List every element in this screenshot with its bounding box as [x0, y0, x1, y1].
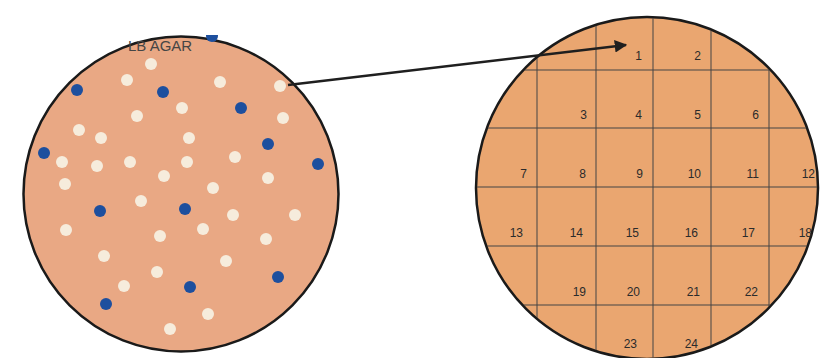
- white-colony: [183, 132, 195, 144]
- white-colony: [145, 58, 157, 70]
- cell-number: 20: [627, 285, 640, 299]
- white-colony: [135, 195, 147, 207]
- cell-number: 6: [752, 108, 759, 122]
- agar-plate: LB AGAR: [22, 35, 340, 353]
- cell-number: 18: [799, 226, 812, 240]
- cell-number: 8: [579, 167, 586, 181]
- white-colony: [227, 209, 239, 221]
- blue-colony: [206, 35, 218, 42]
- cell-number: 2: [694, 49, 701, 63]
- plate-circle: [24, 37, 339, 352]
- white-colony: [98, 250, 110, 262]
- white-colony: [277, 112, 289, 124]
- white-colony: [124, 156, 136, 168]
- white-colony: [151, 266, 163, 278]
- plate-label: LB AGAR: [128, 37, 192, 55]
- cell-number: 22: [745, 285, 758, 299]
- cell-number: 10: [688, 167, 701, 181]
- white-colony: [181, 156, 193, 168]
- blue-colony: [312, 158, 324, 170]
- blue-colony: [94, 205, 106, 217]
- cell-number: 7: [520, 167, 527, 181]
- blue-colony: [184, 281, 196, 293]
- white-colony: [95, 132, 107, 144]
- white-colony: [274, 80, 286, 92]
- blue-colony: [262, 138, 274, 150]
- white-colony: [91, 160, 103, 172]
- white-colony: [60, 224, 72, 236]
- white-colony: [158, 170, 170, 182]
- magnify-arrow: [288, 45, 626, 85]
- cell-number: 23: [624, 337, 637, 351]
- white-colony: [73, 124, 85, 136]
- white-colony: [262, 172, 274, 184]
- plate-outline: [22, 35, 340, 353]
- white-colony: [260, 233, 272, 245]
- white-colony: [220, 255, 232, 267]
- white-colony: [131, 110, 143, 122]
- blue-colony: [38, 147, 50, 159]
- white-colony: [154, 230, 166, 242]
- cell-number: 12: [802, 167, 815, 181]
- white-colony: [214, 76, 226, 88]
- white-colony: [202, 308, 214, 320]
- white-colony: [164, 323, 176, 335]
- white-colony: [121, 74, 133, 86]
- cell-number: 3: [580, 108, 587, 122]
- white-colony: [229, 151, 241, 163]
- blue-colony: [235, 102, 247, 114]
- cell-number: 11: [747, 167, 759, 181]
- white-colony: [118, 280, 130, 292]
- white-colony: [176, 102, 188, 114]
- white-colony: [59, 178, 71, 190]
- cell-number: 19: [573, 285, 586, 299]
- white-colony: [197, 223, 209, 235]
- cell-number: 4: [635, 108, 642, 122]
- cell-number: 5: [694, 108, 701, 122]
- cell-number: 9: [636, 167, 643, 181]
- white-colony: [289, 209, 301, 221]
- cell-number: 21: [687, 285, 700, 299]
- blue-colony: [179, 203, 191, 215]
- blue-colony: [157, 86, 169, 98]
- grid-lines: [470, 0, 820, 358]
- white-colony: [207, 182, 219, 194]
- white-colony: [56, 156, 68, 168]
- blue-colony: [71, 84, 83, 96]
- cell-number: 15: [626, 226, 639, 240]
- cell-number: 1: [635, 49, 642, 63]
- cell-number: 14: [570, 226, 583, 240]
- cell-number: 17: [742, 226, 755, 240]
- blue-colony: [272, 271, 284, 283]
- cell-number: 13: [510, 226, 523, 240]
- blue-colony: [100, 298, 112, 310]
- cell-number: 24: [685, 337, 698, 351]
- cell-number: 16: [685, 226, 698, 240]
